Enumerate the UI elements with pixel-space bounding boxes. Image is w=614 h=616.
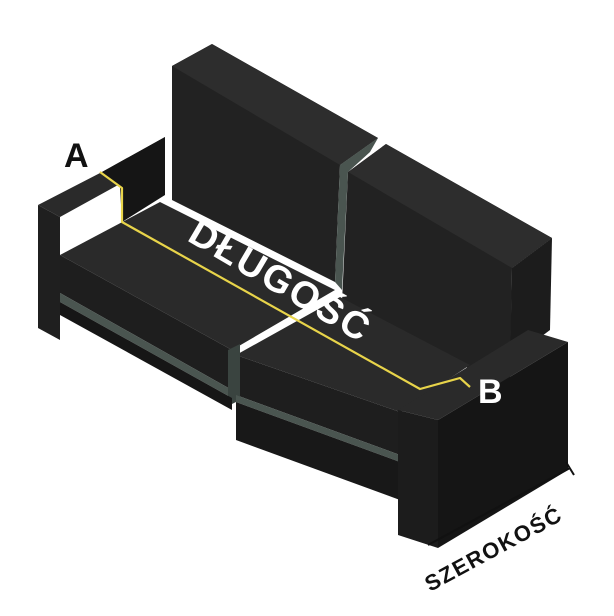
right-armrest-top <box>398 330 568 420</box>
left-armrest-front <box>38 205 60 340</box>
back-cushions <box>172 44 552 390</box>
seat-gap-strip <box>60 293 232 398</box>
base-strip-left <box>60 302 232 410</box>
right-back-cushion-top <box>348 144 552 268</box>
length-measure-line <box>99 171 471 391</box>
back-cushion-gap <box>335 138 378 290</box>
point-a-label: A <box>64 137 89 175</box>
right-seat-front <box>236 355 400 455</box>
point-b-label: B <box>478 373 503 411</box>
base-strip-right <box>236 402 400 500</box>
seat-divider <box>228 344 240 406</box>
base-gap-right <box>236 395 400 462</box>
right-back-cushion-side <box>510 238 552 360</box>
right-armrest-side <box>438 342 568 548</box>
seat-cushions <box>60 202 470 500</box>
left-armrest <box>38 137 165 340</box>
left-back-cushion-front <box>172 44 378 282</box>
right-armrest-front <box>398 410 438 548</box>
left-seat-front <box>60 255 232 390</box>
left-back-cushion-top <box>172 44 378 165</box>
left-seat-top <box>60 202 335 350</box>
left-armrest-inner <box>102 137 165 222</box>
width-measure-line <box>427 461 575 546</box>
right-armrest <box>398 330 568 548</box>
